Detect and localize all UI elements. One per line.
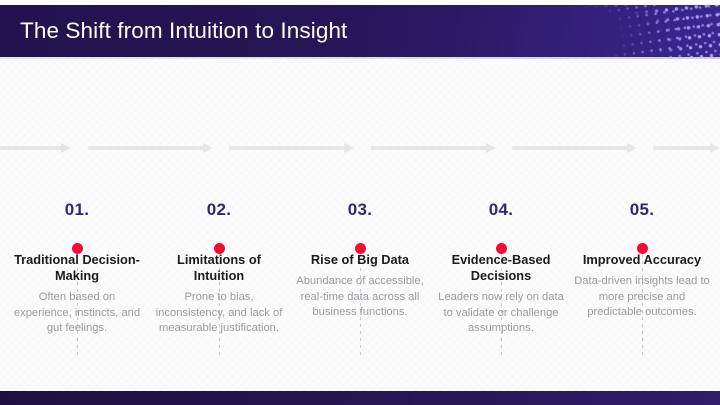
arrow-shaft [512, 146, 628, 150]
step-description: Data-driven insights lead to more precis… [574, 275, 710, 318]
step-title: Improved Accuracy [582, 252, 702, 267]
timeline-dot-marker-icon[interactable] [636, 242, 648, 254]
timeline-arrow-segment [0, 143, 71, 153]
slide-background [0, 57, 720, 391]
arrow-head-icon [486, 143, 496, 153]
arrow-shaft [653, 146, 711, 150]
step-descriptions: Traditional Decision-Making Often based … [0, 252, 720, 372]
page-title: The Shift from Intuition to Insight [20, 18, 348, 43]
header-underline-divider [0, 57, 720, 59]
header-bar: The Shift from Intuition to Insight [0, 5, 720, 57]
timeline-arrow-segment [371, 143, 496, 153]
timeline-connector-line [500, 254, 502, 356]
timeline-arrow-segment-trailing [653, 143, 720, 153]
arrow-shaft [371, 146, 487, 150]
timeline: 01. 02. 03. 04. 05. [0, 100, 720, 356]
timeline-connector-line [359, 254, 361, 356]
timeline-dot-marker-icon[interactable] [495, 242, 507, 254]
arrow-head-icon [710, 143, 720, 153]
step-column-2: Limitations of Intuition Prone to bias, … [148, 252, 290, 337]
arrow-head-icon [61, 143, 71, 153]
timeline-dot-marker-icon[interactable] [213, 242, 225, 254]
step-title: Evidence-Based Decisions [451, 252, 551, 283]
arrow-head-icon [344, 143, 354, 153]
step-number: 05. [629, 200, 655, 219]
step-title: Traditional Decision-Making [14, 252, 140, 283]
step-description: Leaders now rely on data to validate or … [438, 291, 564, 334]
timeline-connector-line [76, 254, 78, 356]
step-description: Often based on experience, instincts, an… [13, 291, 141, 334]
arrow-shaft [0, 146, 62, 150]
step-title: Limitations of Intuition [177, 252, 261, 283]
step-column-4: Evidence-Based Decisions Leaders now rel… [430, 252, 572, 337]
step-column-1: Traditional Decision-Making Often based … [6, 252, 148, 337]
footer-bar [0, 391, 720, 405]
timeline-connector-line [641, 254, 643, 356]
timeline-arrow-segment [88, 143, 213, 153]
timeline-arrow-segment [512, 143, 637, 153]
halftone-dots-accent-icon [569, 5, 720, 57]
step-column-3: Rise of Big Data Abundance of accessible… [289, 252, 431, 321]
step-description: Prone to bias, inconsistency, and lack o… [155, 291, 283, 334]
step-description: Abundance of accessible, real-time data … [296, 275, 424, 318]
step-number: 04. [488, 200, 514, 219]
timeline-connector-line [218, 254, 220, 356]
timeline-arrow-segment [229, 143, 354, 153]
arrow-head-icon [203, 143, 213, 153]
step-number: 01. [64, 200, 90, 219]
arrow-shaft [88, 146, 204, 150]
arrow-shaft [229, 146, 345, 150]
step-number: 02. [206, 200, 232, 219]
arrow-head-icon [627, 143, 637, 153]
timeline-dot-marker-icon[interactable] [354, 242, 366, 254]
step-title: Rise of Big Data [310, 252, 410, 267]
step-column-5: Improved Accuracy Data-driven insights l… [571, 252, 713, 321]
timeline-track [0, 143, 720, 153]
timeline-dot-marker-icon[interactable] [71, 242, 83, 254]
step-number: 03. [347, 200, 373, 219]
